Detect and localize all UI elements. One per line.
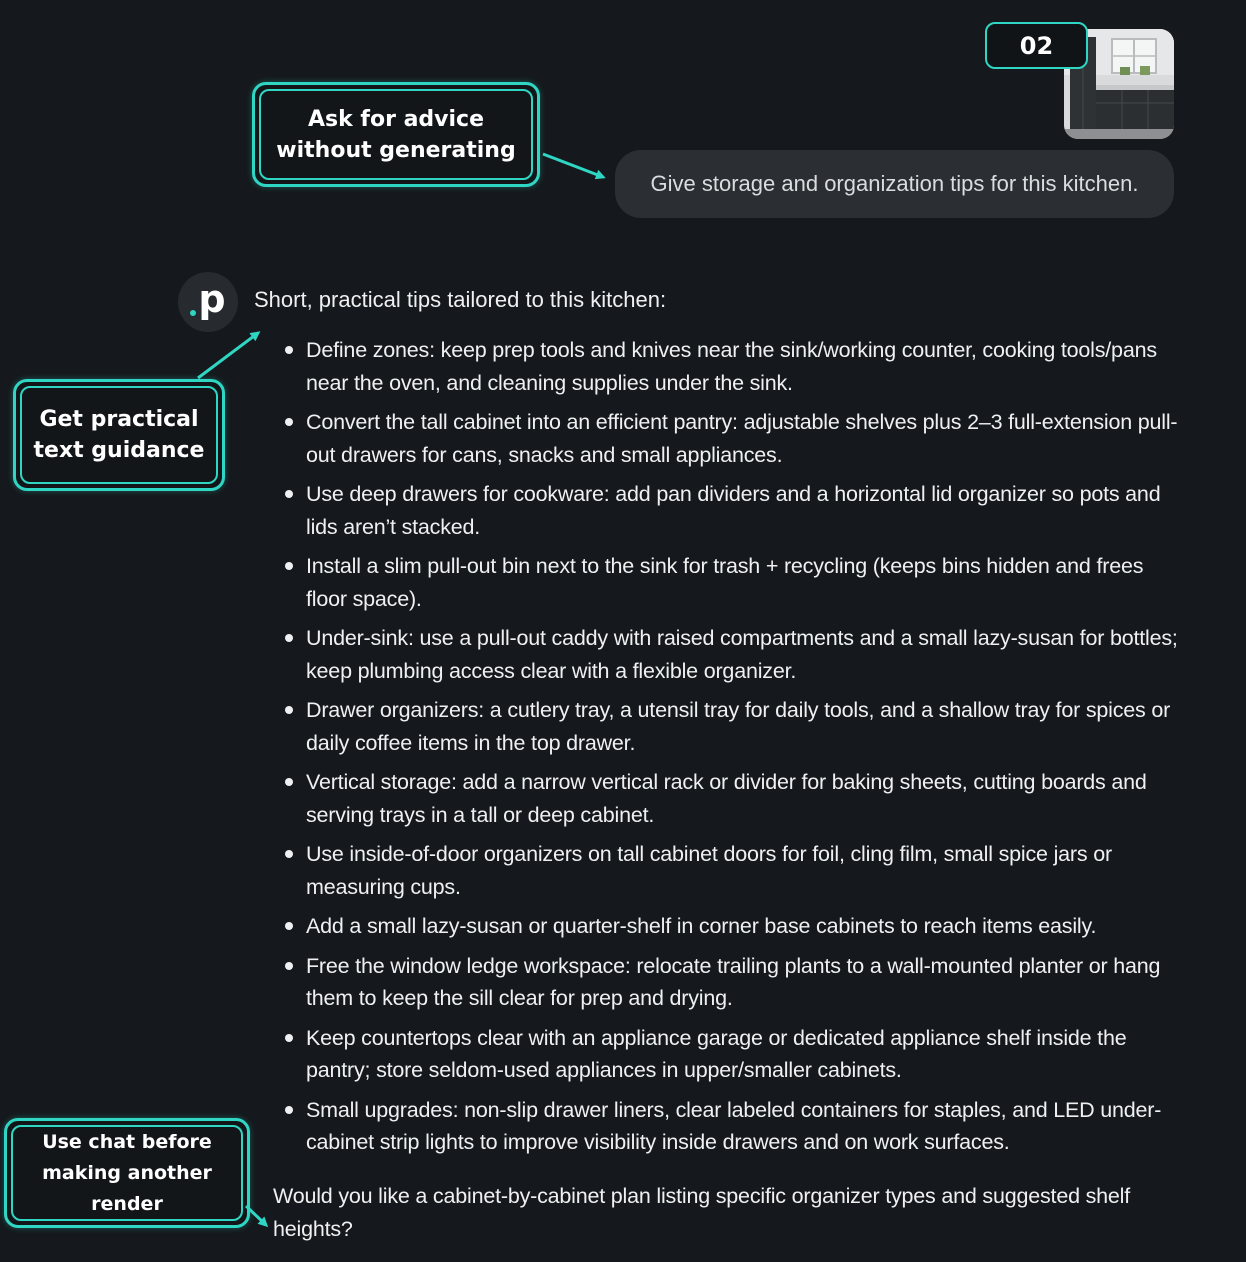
kitchen-thumbnail[interactable] — [1064, 29, 1174, 139]
list-item: Use deep drawers for cookware: add pan d… — [285, 478, 1179, 543]
callout-guidance-line-2: text guidance — [33, 438, 205, 463]
arrow-guidance-icon — [197, 331, 261, 380]
kitchen-photo-icon — [1064, 29, 1174, 139]
callout-chat: Use chat before making another render — [4, 1118, 250, 1228]
callout-chat-text: Use chat before making another render — [7, 1121, 247, 1225]
callout-guidance-text: Get practical text guidance — [16, 382, 222, 488]
callout-chat-line-1: Use chat before — [42, 1130, 212, 1153]
logo-letter: p — [198, 277, 226, 321]
list-item: Add a small lazy-susan or quarter-shelf … — [285, 910, 1179, 943]
callout-guidance-line-1: Get practical — [39, 407, 199, 432]
callout-advice: Ask for advice without generating — [252, 82, 540, 187]
callout-guidance: Get practical text guidance — [13, 379, 225, 491]
list-item: Convert the tall cabinet into an efficie… — [285, 406, 1179, 471]
assistant-logo-icon: p — [178, 272, 238, 332]
list-item: Define zones: keep prep tools and knives… — [285, 334, 1179, 399]
response-closing: Would you like a cabinet-by-cabinet plan… — [273, 1184, 1131, 1241]
step-badge: 02 — [985, 22, 1088, 69]
list-item: Use inside-of-door organizers on tall ca… — [285, 838, 1179, 903]
callout-advice-line-2: without generating — [276, 137, 516, 163]
list-item: Small upgrades: non-slip drawer liners, … — [285, 1094, 1179, 1159]
list-item: Under-sink: use a pull-out caddy with ra… — [285, 622, 1179, 687]
arrow-advice-icon — [542, 152, 606, 180]
list-item: Install a slim pull-out bin next to the … — [285, 550, 1179, 615]
user-message-text: Give storage and organization tips for t… — [650, 171, 1139, 196]
user-message-bubble: Give storage and organization tips for t… — [615, 150, 1174, 218]
callout-chat-line-2: making another render — [42, 1161, 212, 1215]
tips-list: Define zones: keep prep tools and knives… — [254, 334, 1179, 1166]
callout-advice-line-1: Ask for advice — [307, 106, 485, 132]
response-intro: Short, practical tips tailored to this k… — [254, 287, 667, 312]
logo-dot — [190, 310, 197, 316]
list-item: Free the window ledge workspace: relocat… — [285, 950, 1179, 1015]
list-item: Drawer organizers: a cutlery tray, a ute… — [285, 694, 1179, 759]
callout-advice-text: Ask for advice without generating — [255, 85, 537, 184]
list-item: Keep countertops clear with an appliance… — [285, 1022, 1179, 1087]
list-item: Vertical storage: add a narrow vertical … — [285, 766, 1179, 831]
